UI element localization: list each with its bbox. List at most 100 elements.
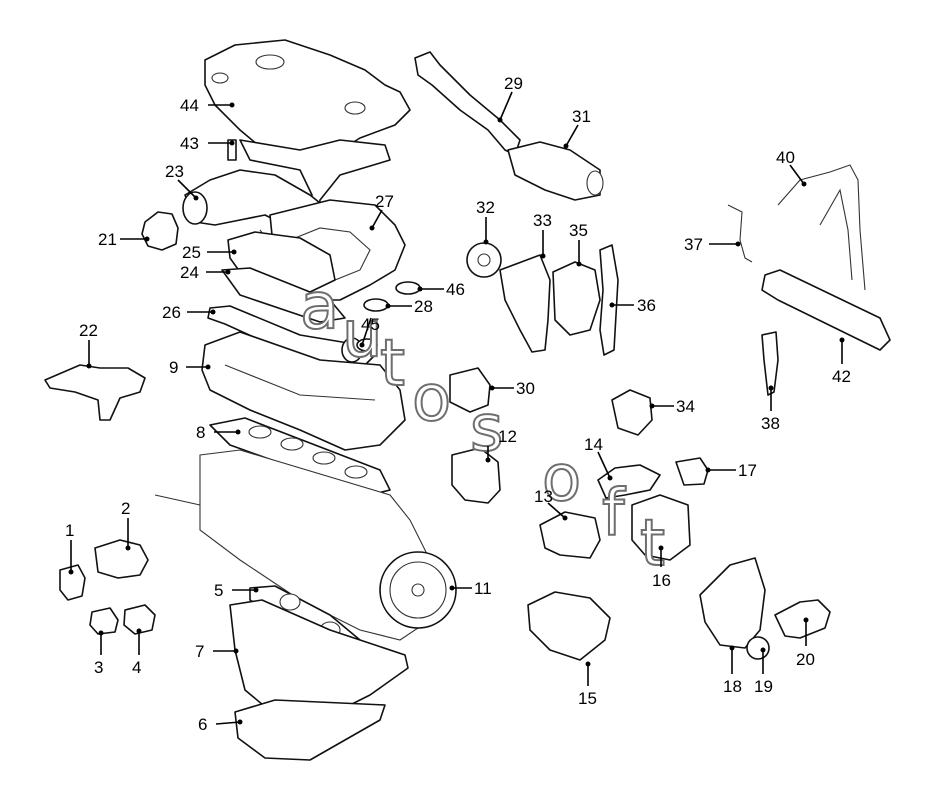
part-gasket-bore xyxy=(344,465,368,479)
part-gasket-bore xyxy=(280,437,304,451)
part-filter-21[interactable] xyxy=(141,211,179,251)
part-sensor-3[interactable] xyxy=(89,607,119,635)
callout-label[interactable]: 16 xyxy=(652,571,671,590)
callout-label[interactable]: 38 xyxy=(761,414,780,433)
callout-label[interactable]: 34 xyxy=(676,397,695,416)
part-filter-housing[interactable] xyxy=(631,494,691,561)
watermark: a u t o s o f t xyxy=(299,269,666,582)
part-bracket-20[interactable] xyxy=(774,599,831,639)
part-intake-pipe-opening xyxy=(182,191,208,225)
callout-label[interactable]: 19 xyxy=(754,677,773,696)
callout-label[interactable]: 8 xyxy=(196,423,205,442)
parts-layer xyxy=(44,39,891,761)
callout-label[interactable]: 18 xyxy=(723,677,742,696)
callout-label[interactable]: 6 xyxy=(198,715,207,734)
callout-label[interactable]: 29 xyxy=(504,74,523,93)
callout-label[interactable]: 28 xyxy=(414,297,433,316)
part-sensor-2[interactable] xyxy=(94,539,149,579)
callout-label[interactable]: 4 xyxy=(132,658,141,677)
part-dipstick xyxy=(154,494,201,506)
callout-label[interactable]: 22 xyxy=(79,321,98,340)
part-engine-mount-18[interactable] xyxy=(699,557,766,649)
part-oring-45[interactable] xyxy=(356,338,378,352)
part-crank-journal xyxy=(279,593,301,611)
callout-label[interactable]: 11 xyxy=(474,579,492,598)
callout-label[interactable]: 45 xyxy=(361,315,380,334)
callout-label[interactable]: 12 xyxy=(498,427,517,446)
part-bracket-14[interactable] xyxy=(597,464,661,499)
part-oil-pan[interactable] xyxy=(229,599,409,721)
part-strip-36[interactable] xyxy=(599,244,619,356)
callout-label[interactable]: 17 xyxy=(738,461,757,480)
part-sensor-1[interactable] xyxy=(59,564,86,601)
callout-label[interactable]: 42 xyxy=(832,367,851,386)
part-pump-35[interactable] xyxy=(552,261,601,336)
callout-label[interactable]: 35 xyxy=(569,221,588,240)
part-oil-pan-gasket[interactable] xyxy=(234,699,386,761)
part-engine-cover-boss xyxy=(211,72,229,84)
part-camshaft[interactable] xyxy=(207,305,376,366)
part-fuel-rail[interactable] xyxy=(761,269,891,351)
callout-label[interactable]: 33 xyxy=(533,211,552,230)
callout-label[interactable]: 37 xyxy=(684,235,703,254)
part-sensor-17[interactable] xyxy=(675,457,709,486)
callout-label[interactable]: 13 xyxy=(534,487,553,506)
callout-label[interactable]: 2 xyxy=(121,499,130,518)
part-injector-38[interactable] xyxy=(761,331,779,396)
callout-label[interactable]: 26 xyxy=(162,303,181,322)
callout-label[interactable]: 1 xyxy=(65,521,74,540)
callout-label[interactable]: 9 xyxy=(169,358,178,377)
part-timing-cover[interactable] xyxy=(499,254,551,353)
part-bracket-22[interactable] xyxy=(44,364,146,421)
callout-label[interactable]: 24 xyxy=(180,263,199,282)
callout-label[interactable]: 14 xyxy=(584,435,603,454)
watermark-letter: s xyxy=(470,392,503,466)
watermark-letter: t xyxy=(380,327,405,401)
callout-label[interactable]: 44 xyxy=(180,96,199,115)
part-engine-cover-boss xyxy=(255,54,285,70)
watermark-letter: t xyxy=(640,507,665,581)
part-bushing-19[interactable] xyxy=(746,636,770,660)
part-bolt-43[interactable] xyxy=(227,139,237,161)
callout-label[interactable]: 27 xyxy=(375,192,394,211)
watermark-letter: a xyxy=(300,270,339,344)
part-flywheel-hub xyxy=(411,583,425,597)
part-engine-cover[interactable] xyxy=(204,39,411,169)
part-gasket-bore xyxy=(312,451,336,465)
part-pipe-31[interactable] xyxy=(507,141,601,201)
callout-label[interactable]: 30 xyxy=(516,379,535,398)
part-pipe-end xyxy=(586,170,604,196)
watermark-letter: o xyxy=(412,362,451,436)
part-cylinder-head-edge xyxy=(224,364,376,401)
callout-label[interactable]: 21 xyxy=(98,230,117,249)
callout-label[interactable]: 31 xyxy=(572,107,591,126)
part-valve-34[interactable] xyxy=(611,389,653,436)
watermark-letter: f xyxy=(602,477,626,551)
part-line-37[interactable] xyxy=(727,204,753,263)
callouts: 1 2 3 4 5 6 7 8 9 11 12 13 14 15 16 17 1 xyxy=(65,74,851,734)
callout-label[interactable]: 40 xyxy=(776,148,795,167)
watermark-letter: u xyxy=(342,298,383,372)
callout-label[interactable]: 25 xyxy=(182,243,201,262)
callout-label[interactable]: 32 xyxy=(476,198,495,217)
callout-label[interactable]: 36 xyxy=(637,296,656,315)
callout-label[interactable]: 46 xyxy=(446,280,465,299)
part-actuator-13[interactable] xyxy=(539,511,601,559)
callout-label[interactable]: 23 xyxy=(165,162,184,181)
part-starter[interactable] xyxy=(527,591,611,661)
part-gasket-24[interactable] xyxy=(221,267,346,323)
part-oring-46[interactable] xyxy=(395,281,421,295)
callout-label[interactable]: 7 xyxy=(195,642,204,661)
callout-label[interactable]: 5 xyxy=(214,581,223,600)
callout-label[interactable]: 20 xyxy=(796,650,815,669)
part-engine-block xyxy=(199,449,431,641)
part-cover-bracket[interactable] xyxy=(239,139,391,231)
callout-label[interactable]: 43 xyxy=(180,134,199,153)
part-sensor-4[interactable] xyxy=(123,604,156,635)
part-hose-29[interactable] xyxy=(414,51,521,156)
part-harness-branch xyxy=(819,188,853,281)
part-valve-30[interactable] xyxy=(449,367,491,413)
callout-label[interactable]: 3 xyxy=(94,658,103,677)
callout-label[interactable]: 15 xyxy=(578,689,597,708)
